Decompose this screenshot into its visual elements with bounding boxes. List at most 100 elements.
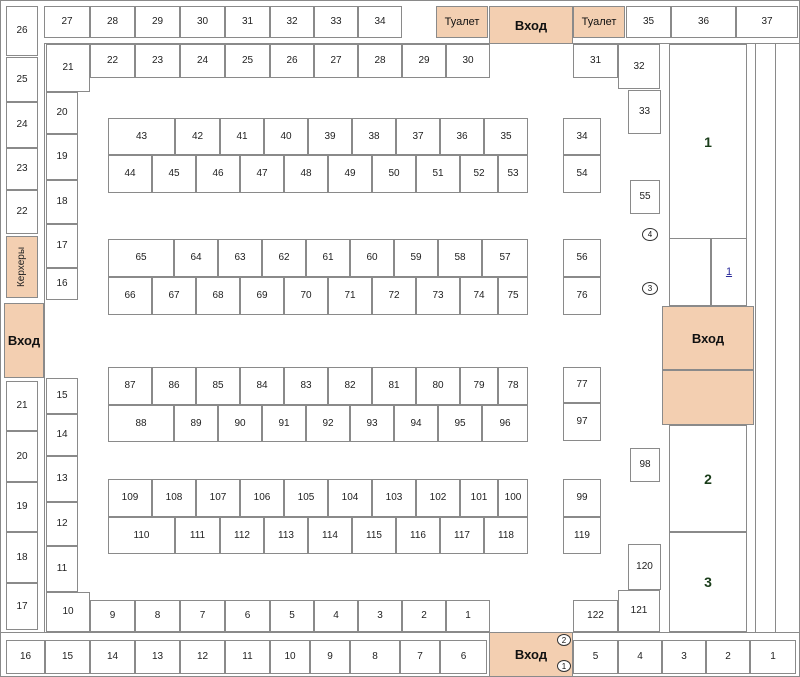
- stall-block1-top-34[interactable]: 34: [563, 118, 601, 155]
- stall-outer-bottom-1[interactable]: 1: [750, 640, 796, 674]
- stall-inner-bottom-2[interactable]: 2: [402, 600, 446, 632]
- stall-outer-top-35[interactable]: 35: [626, 6, 671, 38]
- stall-outer-bottom-3[interactable]: 3: [662, 640, 706, 674]
- stall-inner-bottom-121[interactable]: 121: [618, 590, 660, 632]
- stall-block4-bottom-116[interactable]: 116: [396, 517, 440, 554]
- stall-outer-top-28[interactable]: 28: [90, 6, 135, 38]
- stall-block3-top-78[interactable]: 78: [498, 367, 528, 405]
- stall-outer-left-17[interactable]: 17: [6, 583, 38, 630]
- stall-inner-bottom-3[interactable]: 3: [358, 600, 402, 632]
- stall-block4-bottom-111[interactable]: 111: [175, 517, 220, 554]
- stall-inner-top-28[interactable]: 28: [358, 44, 402, 78]
- stall-block3-top-84[interactable]: 84: [240, 367, 284, 405]
- stall-block4-bottom-110[interactable]: 110: [108, 517, 175, 554]
- stall-outer-top-27[interactable]: 27: [44, 6, 90, 38]
- stall-block3-bottom-93[interactable]: 93: [350, 405, 394, 442]
- stall-outer-bottom-9[interactable]: 9: [310, 640, 350, 674]
- hall-1-link[interactable]: 1: [711, 238, 747, 306]
- stall-outer-bottom-8[interactable]: 8: [350, 640, 400, 674]
- stall-outer-top-32[interactable]: 32: [270, 6, 314, 38]
- stall-outer-top-30[interactable]: 30: [180, 6, 225, 38]
- stall-inner-bottom-5[interactable]: 5: [270, 600, 314, 632]
- stall-block3-top-87[interactable]: 87: [108, 367, 152, 405]
- stall-outer-left-24[interactable]: 24: [6, 102, 38, 148]
- stall-inner-top-26[interactable]: 26: [270, 44, 314, 78]
- stall-outer-top-33[interactable]: 33: [314, 6, 358, 38]
- stall-outer-left-20[interactable]: 20: [6, 431, 38, 482]
- stall-block4-top-106[interactable]: 106: [240, 479, 284, 517]
- stall-inner-bottom-122[interactable]: 122: [573, 600, 618, 632]
- stall-outer-top-31[interactable]: 31: [225, 6, 270, 38]
- stall-inner-top-32[interactable]: 32: [618, 44, 660, 89]
- stall-inner-top-25[interactable]: 25: [225, 44, 270, 78]
- stall-inner-bottom-7[interactable]: 7: [180, 600, 225, 632]
- stall-inner-left-18[interactable]: 18: [46, 180, 78, 224]
- stall-block4-bottom-113[interactable]: 113: [264, 517, 308, 554]
- stall-inner-left-20[interactable]: 20: [46, 92, 78, 134]
- stall-outer-left-18[interactable]: 18: [6, 532, 38, 583]
- stall-block3-top-85[interactable]: 85: [196, 367, 240, 405]
- stall-block3-top-77[interactable]: 77: [563, 367, 601, 403]
- stall-inner-left-16[interactable]: 16: [46, 268, 78, 300]
- stall-outer-bottom-15[interactable]: 15: [45, 640, 90, 674]
- stall-block2-top-61[interactable]: 61: [306, 239, 350, 277]
- stall-block3-bottom-91[interactable]: 91: [262, 405, 306, 442]
- stall-block3-top-86[interactable]: 86: [152, 367, 196, 405]
- stall-block4-bottom-119[interactable]: 119: [563, 517, 601, 554]
- stall-block1-bottom-45[interactable]: 45: [152, 155, 196, 193]
- stall-block4-top-103[interactable]: 103: [372, 479, 416, 517]
- stall-block2-top-59[interactable]: 59: [394, 239, 438, 277]
- hall-3[interactable]: 3: [669, 532, 747, 632]
- stall-outer-bottom-2[interactable]: 2: [706, 640, 750, 674]
- stall-block2-bottom-71[interactable]: 71: [328, 277, 372, 315]
- stall-outer-bottom-12[interactable]: 12: [180, 640, 225, 674]
- stall-block2-bottom-66[interactable]: 66: [108, 277, 152, 315]
- stall-outer-bottom-5[interactable]: 5: [573, 640, 618, 674]
- stall-outer-bottom-14[interactable]: 14: [90, 640, 135, 674]
- stall-block1-top-37[interactable]: 37: [396, 118, 440, 155]
- stall-block3-top-80[interactable]: 80: [416, 367, 460, 405]
- stall-block1-top-36[interactable]: 36: [440, 118, 484, 155]
- stall-outer-left-25[interactable]: 25: [6, 57, 38, 102]
- stall-block4-top-101[interactable]: 101: [460, 479, 498, 517]
- stall-block3-top-82[interactable]: 82: [328, 367, 372, 405]
- stall-block3-bottom-90[interactable]: 90: [218, 405, 262, 442]
- stall-inner-top-30[interactable]: 30: [446, 44, 490, 78]
- stall-block1-bottom-51[interactable]: 51: [416, 155, 460, 193]
- stall-block2-top-62[interactable]: 62: [262, 239, 306, 277]
- stall-block2-top-58[interactable]: 58: [438, 239, 482, 277]
- stall-block1-bottom-47[interactable]: 47: [240, 155, 284, 193]
- stall-block1-bottom-52[interactable]: 52: [460, 155, 498, 193]
- stall-outer-left-23[interactable]: 23: [6, 148, 38, 190]
- stall-inner-left-17[interactable]: 17: [46, 224, 78, 268]
- stall-block3-top-79[interactable]: 79: [460, 367, 498, 405]
- stall-block1-bottom-44[interactable]: 44: [108, 155, 152, 193]
- stall-outer-left-22[interactable]: 22: [6, 190, 38, 234]
- stall-inner-bottom-8[interactable]: 8: [135, 600, 180, 632]
- stall-inner-bottom-1[interactable]: 1: [446, 600, 490, 632]
- entrance-left[interactable]: Вход: [4, 303, 44, 378]
- stall-inner-bottom-120[interactable]: 120: [628, 544, 661, 590]
- stall-block1-bottom-54[interactable]: 54: [563, 155, 601, 193]
- stall-inner-top-27[interactable]: 27: [314, 44, 358, 78]
- stall-block4-top-107[interactable]: 107: [196, 479, 240, 517]
- stall-block1-top-41[interactable]: 41: [220, 118, 264, 155]
- stall-block4-bottom-117[interactable]: 117: [440, 517, 484, 554]
- stall-outer-left-19[interactable]: 19: [6, 482, 38, 532]
- stall-block1-top-43[interactable]: 43: [108, 118, 175, 155]
- stall-block2-top-65[interactable]: 65: [108, 239, 174, 277]
- stall-block4-top-102[interactable]: 102: [416, 479, 460, 517]
- stall-outer-bottom-10[interactable]: 10: [270, 640, 310, 674]
- stall-block3-top-83[interactable]: 83: [284, 367, 328, 405]
- stall-outer-bottom-4[interactable]: 4: [618, 640, 662, 674]
- stall-block4-top-109[interactable]: 109: [108, 479, 152, 517]
- stall-block3-bottom-95[interactable]: 95: [438, 405, 482, 442]
- stall-block2-top-60[interactable]: 60: [350, 239, 394, 277]
- stall-inner-bottom-9[interactable]: 9: [90, 600, 135, 632]
- stall-block2-bottom-70[interactable]: 70: [284, 277, 328, 315]
- stall-inner-left-10[interactable]: 10: [46, 592, 90, 632]
- stall-inner-left-14[interactable]: 14: [46, 414, 78, 456]
- stall-block3-bottom-89[interactable]: 89: [174, 405, 218, 442]
- stall-block1-top-38[interactable]: 38: [352, 118, 396, 155]
- stall-inner-left-19[interactable]: 19: [46, 134, 78, 180]
